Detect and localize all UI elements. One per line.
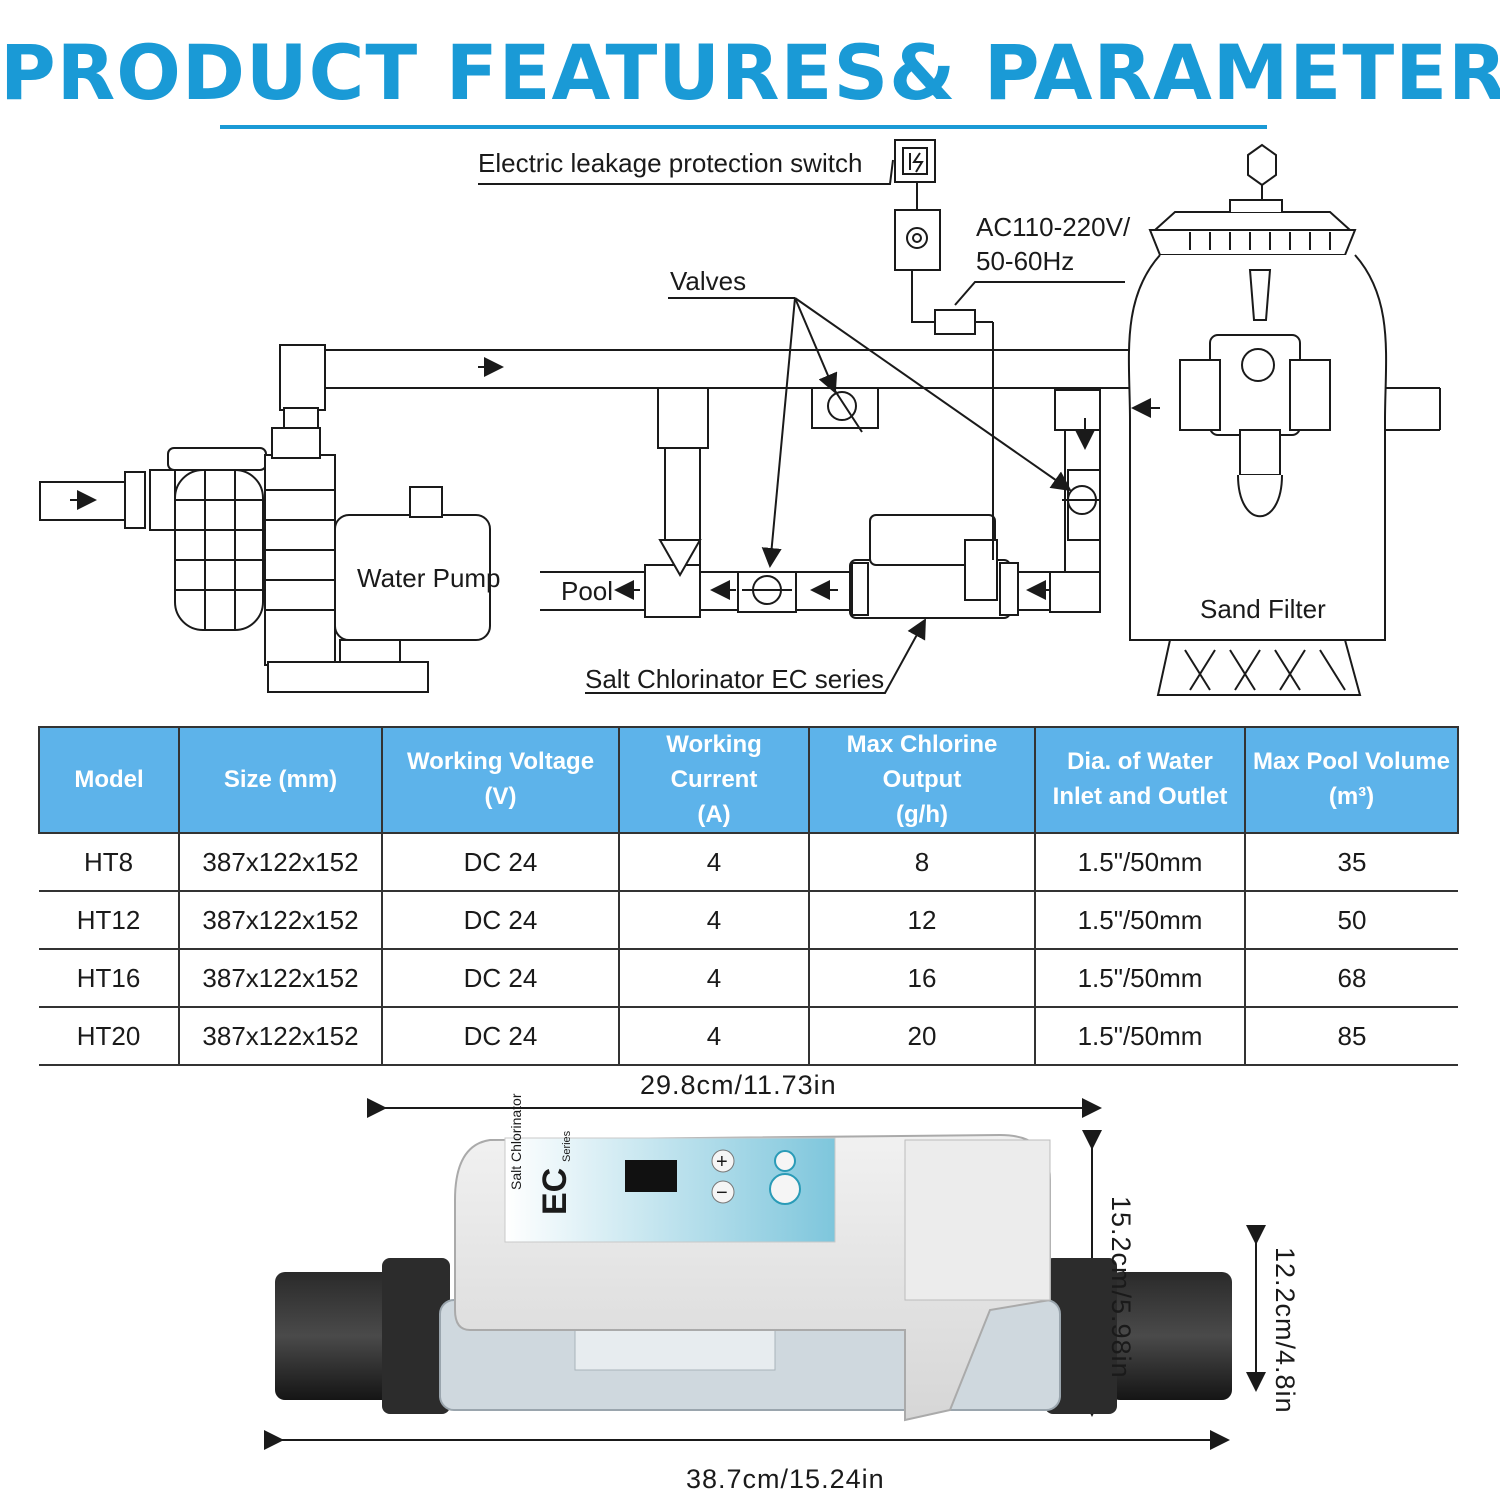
table-cell: 387x122x152 (178, 948, 383, 1009)
minus-symbol: − (716, 1182, 728, 1204)
power-socket-icon (894, 209, 941, 271)
table-cell: HT8 (39, 832, 180, 893)
table-cell: DC 24 (381, 1006, 620, 1067)
plus-symbol: + (716, 1151, 728, 1173)
table-header-cell: Max Pool Volume (m³) (1244, 725, 1459, 835)
table-cell: 35 (1244, 832, 1458, 893)
minus-button (711, 1180, 735, 1204)
power-label-line1: AC110-220V/ (976, 212, 1131, 242)
page-title: PRODUCT FEATURES& PARAMETERS (0, 28, 1500, 117)
power-label-line2: 50-60Hz (976, 246, 1074, 276)
table-cell: DC 24 (381, 890, 620, 951)
leakage-switch-icon (894, 139, 936, 183)
table-cell: DC 24 (381, 948, 620, 1009)
table-header-cell: Model (38, 725, 180, 835)
table-cell: 12 (808, 890, 1036, 951)
table-cell: DC 24 (381, 832, 620, 893)
leakage-switch-label: Electric leakage protection switch (478, 148, 862, 178)
table-header-text: Dia. of Water (1067, 748, 1213, 776)
device-series-text: EC (536, 1168, 574, 1215)
table-header-cell: Max Chlorine Output (g/h) (808, 725, 1036, 835)
table-cell: 8 (808, 832, 1036, 893)
valve-bottom (737, 571, 797, 613)
title-underline (220, 125, 1267, 129)
table-header-text: Working Current (666, 731, 762, 793)
table-header-text: Inlet and Outlet (1052, 783, 1228, 811)
table-cell: 68 (1244, 948, 1458, 1009)
height-label: 15.2cm/5.98in (1106, 1196, 1136, 1379)
water-pump (149, 427, 491, 693)
table-cell: 387x122x152 (178, 832, 383, 893)
table-cell: 4 (618, 832, 810, 893)
table-cell: 1.5"/50mm (1034, 1006, 1246, 1067)
chlorinator-label: Salt Chlorinator EC series (585, 664, 884, 694)
table-header-cell: Working Current (A) (618, 725, 810, 835)
pool-label: Pool (561, 576, 613, 606)
valves-label: Valves (670, 266, 746, 296)
table-header-text: (V) (484, 783, 517, 811)
table-cell: 16 (808, 948, 1036, 1009)
table-cell: 387x122x152 (178, 1006, 383, 1067)
valve-top (811, 379, 879, 433)
power-button (769, 1173, 801, 1205)
total-length-label: 38.7cm/15.24in (686, 1464, 885, 1494)
table-cell: 1.5"/50mm (1034, 948, 1246, 1009)
sand-filter (1127, 143, 1388, 696)
sand-filter-label: Sand Filter (1200, 594, 1326, 624)
table-header-text: Working Voltage (406, 748, 595, 776)
display-screen (625, 1160, 677, 1192)
product-dimension-drawing: + − Salt Chlorinator EC Series 29.8cm/11… (264, 1070, 1300, 1494)
table-header-text: Size (mm) (223, 765, 338, 793)
table-cell: 85 (1244, 1006, 1458, 1067)
table-cell: 4 (618, 948, 810, 1009)
water-pump-label: Water Pump (357, 563, 501, 593)
plus-button (711, 1149, 735, 1173)
table-header-text: Max Chlorine Output (846, 731, 998, 793)
table-header-cell: Working Voltage (V) (381, 725, 620, 835)
table-header-text: (m³) (1328, 783, 1375, 811)
table-header-text: Model (74, 765, 144, 793)
table-header-text: Max Pool Volume (1253, 748, 1450, 776)
chlorinator-cell (849, 514, 1019, 619)
table-cell: 387x122x152 (178, 890, 383, 951)
device-brand-text: Salt Chlorinator (508, 1093, 524, 1190)
table-cell: 1.5"/50mm (1034, 890, 1246, 951)
body-length-label: 29.8cm/11.73in (640, 1070, 837, 1100)
right-pipe (1110, 1272, 1232, 1400)
table-cell: 20 (808, 1006, 1036, 1067)
table-header-text: (g/h) (896, 800, 948, 828)
valve-bypass-vertical (1062, 469, 1101, 541)
table-cell: HT12 (39, 890, 180, 951)
table-cell: HT20 (39, 1006, 180, 1067)
installation-diagram: Electric leakage protection switch AC110… (39, 139, 1441, 696)
table-header-cell: Size (mm) (178, 725, 383, 835)
return-pipe (279, 344, 1180, 389)
table-cell: 4 (618, 1006, 810, 1067)
table-cell: 1.5"/50mm (1034, 832, 1246, 893)
width-label: 12.2cm/4.8in (1270, 1247, 1300, 1414)
device-badge-text: Series (561, 1130, 573, 1162)
table-cell: 50 (1244, 890, 1458, 951)
table-cell: 4 (618, 890, 810, 951)
table-cell: HT16 (39, 948, 180, 1009)
table-header-text: (A) (697, 800, 731, 828)
left-pipe (275, 1272, 395, 1400)
